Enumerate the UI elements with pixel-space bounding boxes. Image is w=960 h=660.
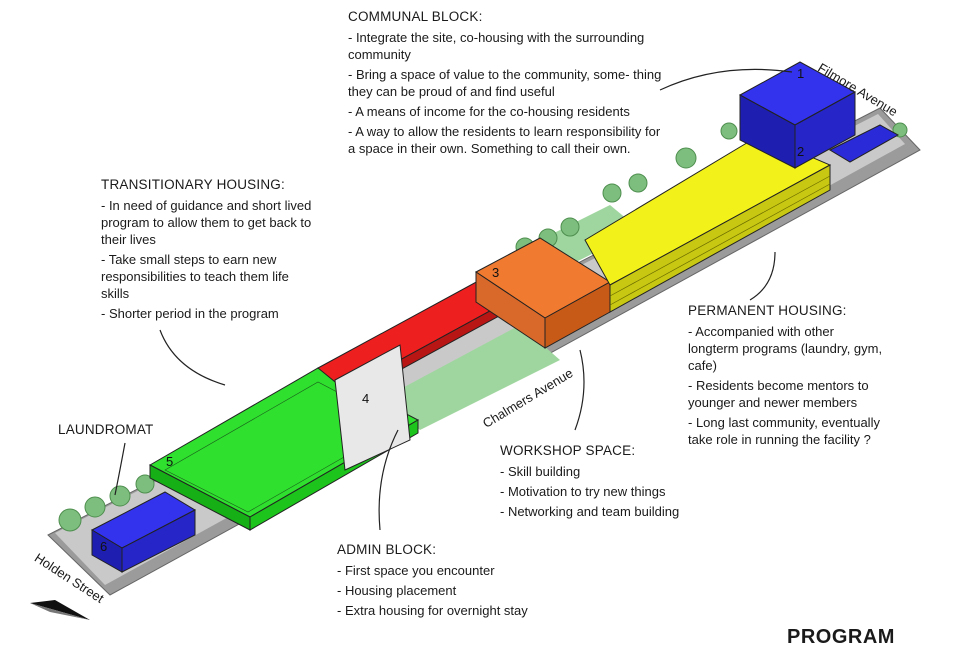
block-1-blue <box>738 61 900 169</box>
workshop-line: - Skill building <box>500 464 581 479</box>
transitionary-line: - In need of guidance and short lived pr… <box>101 198 312 247</box>
block-4-admin <box>317 279 511 471</box>
admin-line: - Extra housing for overnight stay <box>337 603 528 618</box>
block-number: 3 <box>492 265 499 280</box>
block-number: 2 <box>797 144 804 159</box>
workshop-space-text: WORKSHOP SPACE: - Skill building - Motiv… <box>500 442 710 523</box>
tree <box>84 496 106 518</box>
communal-line: - Integrate the site, co-housing with th… <box>348 30 645 62</box>
leader-permanent <box>749 251 776 301</box>
transitionary-heading: TRANSITIONARY HOUSING: <box>101 177 285 192</box>
transitionary-line: - Take small steps to earn new responsib… <box>101 252 289 301</box>
communal-block-text: COMMUNAL BLOCK: - Integrate the site, co… <box>348 8 663 160</box>
transitionary-line: - Shorter period in the program <box>101 306 279 321</box>
leader-transitional <box>159 329 226 386</box>
communal-line: - Bring a space of value to the communit… <box>348 67 662 99</box>
permanent-line: - Residents become mentors to younger an… <box>688 378 869 410</box>
block-2-yellow <box>584 134 832 313</box>
block-number: 6 <box>100 539 107 554</box>
tree <box>109 485 131 507</box>
tree <box>58 508 82 532</box>
communal-line: - A way to allow the residents to learn … <box>348 124 661 156</box>
permanent-heading: PERMANENT HOUSING: <box>688 303 847 318</box>
tree <box>560 217 580 237</box>
permanent-line: - Long last community, eventually take r… <box>688 415 880 447</box>
workshop-line: - Motivation to try new things <box>500 484 666 499</box>
leader-communal <box>659 68 793 91</box>
communal-heading: COMMUNAL BLOCK: <box>348 9 483 24</box>
communal-line: - A means of income for the co-housing r… <box>348 104 630 119</box>
tree <box>135 474 155 494</box>
leader-admin <box>378 429 399 531</box>
svg-text:N: N <box>49 599 59 610</box>
block-6-blue <box>90 491 197 573</box>
admin-block-text: ADMIN BLOCK: - First space you encounter… <box>337 541 557 622</box>
tree <box>675 147 697 169</box>
block-number: 4 <box>362 391 369 406</box>
laundromat-heading: LAUNDROMAT <box>58 422 154 437</box>
leader-lines <box>114 68 793 531</box>
leader-laundromat <box>114 442 126 496</box>
workshop-line: - Networking and team building <box>500 504 680 519</box>
courtyard-grass <box>380 325 560 430</box>
block-number: 1 <box>797 66 804 81</box>
admin-line: - First space you encounter <box>337 563 495 578</box>
tree <box>720 122 738 140</box>
north-arrow-icon: N <box>30 599 90 620</box>
permanent-housing-text: PERMANENT HOUSING: - Accompanied with ot… <box>688 302 888 451</box>
block-3-orange <box>475 237 611 349</box>
admin-heading: ADMIN BLOCK: <box>337 542 437 557</box>
workshop-heading: WORKSHOP SPACE: <box>500 443 636 458</box>
laundromat-label: LAUNDROMAT <box>58 421 154 442</box>
block-number: 5 <box>166 454 173 469</box>
tree <box>628 173 648 193</box>
admin-line: - Housing placement <box>337 583 457 598</box>
page-title: PROGRAM <box>787 626 895 648</box>
transitionary-housing-text: TRANSITIONARY HOUSING: - In need of guid… <box>101 176 316 325</box>
tree <box>602 183 622 203</box>
leader-workshop <box>574 349 585 431</box>
tree <box>892 122 908 138</box>
permanent-line: - Accompanied with other longterm progra… <box>688 324 883 373</box>
